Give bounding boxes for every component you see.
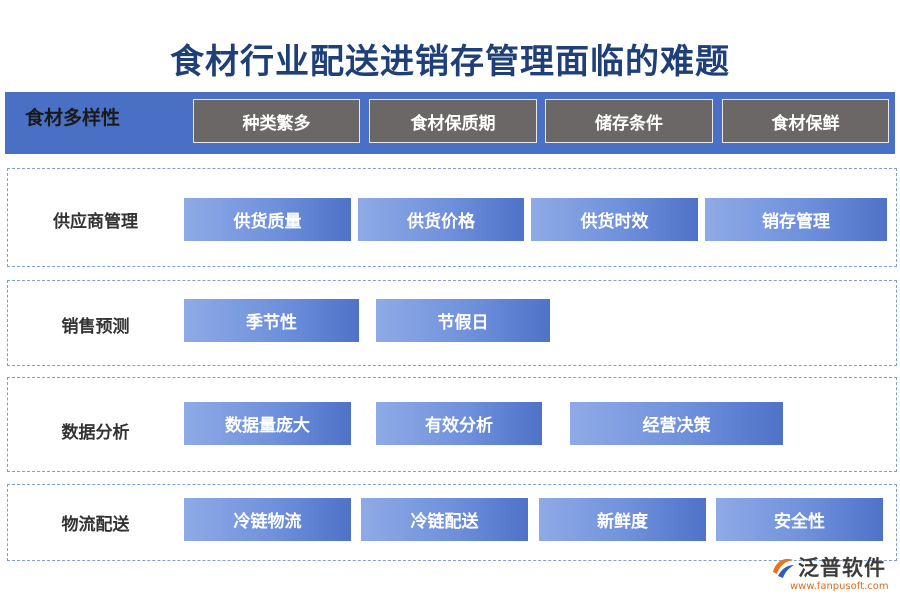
logistics-item-safety: 安全性 <box>716 498 883 541</box>
supplier-item-price: 供货价格 <box>358 198 524 241</box>
brand-logo: 泛普软件 www.fanpusoft.com <box>770 552 895 597</box>
diversity-label: 食材多样性 <box>25 107 121 129</box>
supplier-item-inventory: 销存管理 <box>705 198 887 241</box>
fanpu-logo-icon <box>773 558 794 578</box>
section-label-analysis: 数据分析 <box>61 423 130 443</box>
section-forecast: 销售预测 季节性 节假日 <box>7 280 897 366</box>
section-supplier: 供应商管理 供货质量 供货价格 供货时效 销存管理 <box>7 168 897 267</box>
section-label-forecast: 销售预测 <box>61 317 130 337</box>
diversity-item-storage: 储存条件 <box>545 99 713 143</box>
section-label-logistics: 物流配送 <box>61 515 130 535</box>
logistics-item-cold-chain-logistics: 冷链物流 <box>184 498 351 541</box>
section-analysis: 数据分析 数据量庞大 有效分析 经营决策 <box>7 377 897 472</box>
page-title: 食材行业配送进销存管理面临的难题 <box>170 42 730 82</box>
analysis-item-decision: 经营决策 <box>570 402 783 445</box>
diversity-item-shelf-life: 食材保质期 <box>369 99 537 143</box>
section-logistics: 物流配送 冷链物流 冷链配送 新鲜度 安全性 <box>7 484 897 561</box>
section-label-supplier: 供应商管理 <box>53 212 138 232</box>
diversity-item-variety: 种类繁多 <box>193 99 360 143</box>
forecast-item-holiday: 节假日 <box>376 299 550 342</box>
logo-name: 泛普软件 <box>798 556 886 580</box>
logistics-item-cold-chain-delivery: 冷链配送 <box>361 498 528 541</box>
analysis-item-effective: 有效分析 <box>376 402 542 445</box>
analysis-item-volume: 数据量庞大 <box>184 402 351 445</box>
supplier-item-timeliness: 供货时效 <box>531 198 698 241</box>
forecast-item-seasonal: 季节性 <box>184 299 359 342</box>
supplier-item-quality: 供货质量 <box>184 198 351 241</box>
diversity-bar: 食材多样性 种类繁多 食材保质期 储存条件 食材保鲜 <box>5 92 895 154</box>
logistics-item-freshness: 新鲜度 <box>539 498 706 541</box>
diversity-item-freshness: 食材保鲜 <box>722 99 889 143</box>
logo-url: www.fanpusoft.com <box>790 581 889 592</box>
